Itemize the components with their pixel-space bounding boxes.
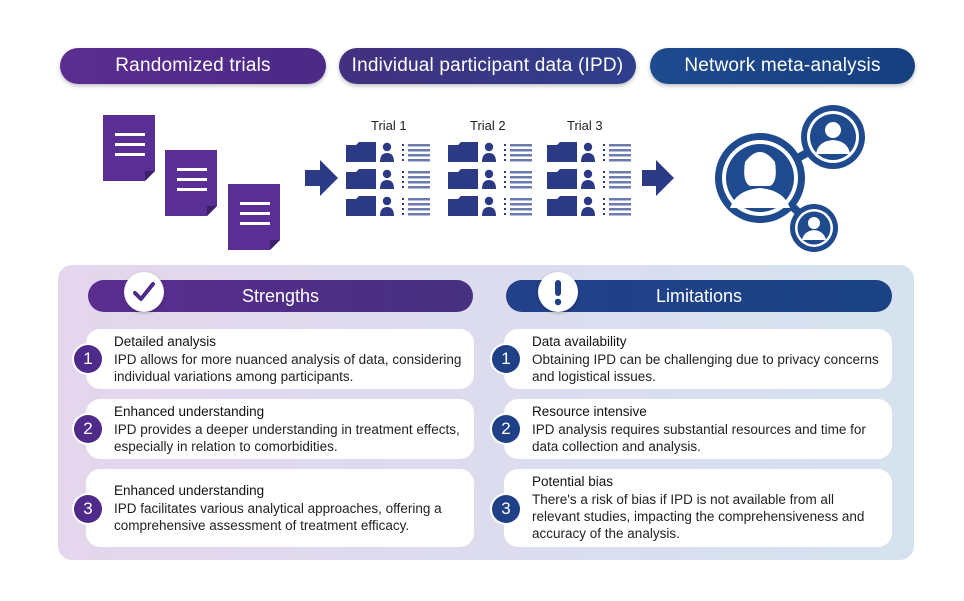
strength-body-1: IPD allows for more nuanced analysis of …: [114, 352, 462, 384]
limitations-title: Limitations: [655, 285, 743, 306]
strength-card-3: 3 Enhanced understanding IPD facilitates…: [74, 469, 474, 547]
trial-1-data-icon: [346, 142, 430, 216]
trial-label-2: Trial 2: [470, 118, 506, 133]
strength-title-3: Enhanced understanding: [114, 483, 265, 498]
limitation-title-1: Data availability: [532, 334, 627, 349]
limitation-card-2: 2 Resource intensive IPD analysis requir…: [492, 399, 892, 459]
strengths-header: Strengths: [88, 272, 473, 312]
flow-illustration: [103, 105, 865, 252]
strength-card-2: 2 Enhanced understanding IPD provides a …: [74, 399, 474, 459]
strength-title-1: Detailed analysis: [114, 334, 217, 349]
limitation-card-1: 1 Data availability Obtaining IPD can be…: [492, 329, 892, 389]
limitation-body-3: There's a risk of bias if IPD is not ava…: [532, 492, 865, 541]
ipd-label: Individual participant data (IPD): [351, 55, 624, 76]
ipd-pill: Individual participant data (IPD): [339, 48, 636, 84]
limitations-header: Limitations: [506, 272, 892, 312]
trial-label-3: Trial 3: [567, 118, 603, 133]
strengths-limitations-panel: Strengths Limitations 1 Detailed analysi…: [58, 265, 914, 560]
limitation-title-2: Resource intensive: [532, 404, 647, 419]
limitation-body-2: IPD analysis requires substantial resour…: [532, 422, 866, 454]
limitation-number-3: 3: [492, 495, 520, 523]
strength-title-2: Enhanced understanding: [114, 404, 265, 419]
document-icon-1: [103, 115, 155, 181]
randomized-trials-pill: Randomized trials: [60, 48, 326, 84]
limitation-body-1: Obtaining IPD can be challenging due to …: [532, 352, 879, 384]
randomized-trials-label: Randomized trials: [115, 55, 271, 76]
nma-label: Network meta-analysis: [684, 55, 881, 76]
limitation-title-3: Potential bias: [532, 474, 614, 489]
limitation-number-1: 1: [492, 345, 520, 373]
strength-card-1: 1 Detailed analysis IPD allows for more …: [74, 329, 474, 389]
strength-body-3: IPD facilitates various analytical appro…: [114, 501, 442, 533]
trial-2-data-icon: [448, 142, 532, 216]
limitation-card-3: 3 Potential bias There's a risk of bias …: [492, 469, 892, 547]
arrow-icon-1: [305, 160, 338, 196]
strength-number-3: 3: [74, 495, 102, 523]
strength-number-1: 1: [74, 345, 102, 373]
limitation-number-2: 2: [492, 415, 520, 443]
arrow-icon-2: [642, 160, 674, 196]
document-icon-2: [165, 150, 217, 216]
exclamation-icon: [538, 272, 578, 312]
strength-number-2: 2: [74, 415, 102, 443]
document-icon-3: [228, 184, 280, 250]
strengths-title: Strengths: [241, 285, 320, 306]
checkmark-icon: [124, 272, 164, 312]
network-icon: [715, 105, 865, 252]
strength-body-2: IPD provides a deeper understanding in t…: [114, 422, 460, 454]
nma-pill: Network meta-analysis: [650, 48, 915, 84]
trial-label-1: Trial 1: [371, 118, 407, 133]
trial-3-data-icon: [547, 142, 631, 216]
